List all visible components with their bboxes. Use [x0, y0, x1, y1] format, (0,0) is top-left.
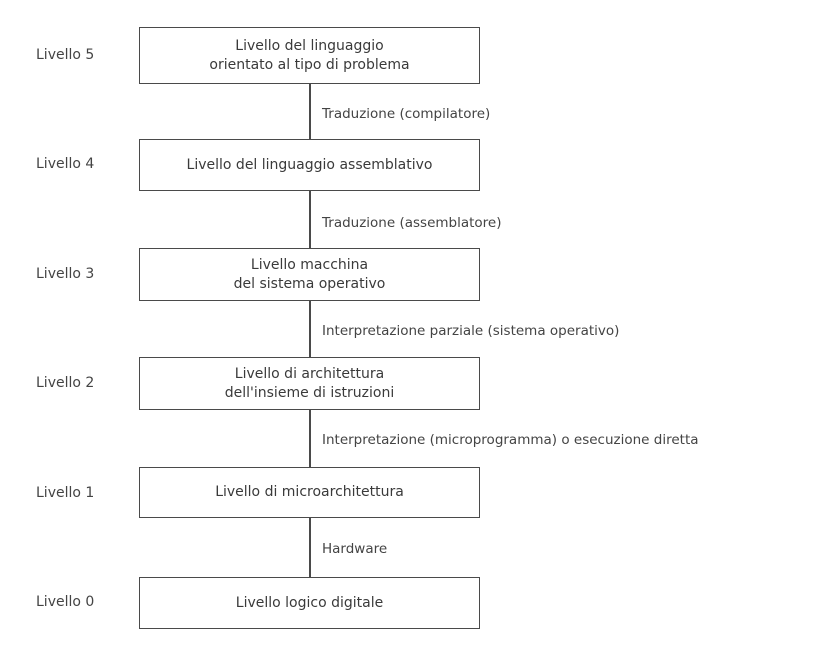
connector-5-4	[309, 84, 311, 139]
level-3-label: Livello 3	[36, 266, 95, 282]
level-5-label: Livello 5	[36, 47, 95, 63]
level-5-text-line-2: orientato al tipo di problema	[209, 56, 410, 73]
transition-3-2-label: Interpretazione parziale (sistema operat…	[322, 323, 620, 339]
transition-1-0-label: Hardware	[322, 541, 388, 557]
level-1-label: Livello 1	[36, 485, 95, 501]
level-3-box: Livello macchina del sistema operativo	[139, 248, 480, 301]
level-5-box: Livello del linguaggio orientato al tipo…	[139, 27, 480, 84]
connector-1-0	[309, 518, 311, 577]
level-3-text-line-2: del sistema operativo	[233, 275, 386, 292]
level-2-box: Livello di architettura dell'insieme di …	[139, 357, 480, 410]
transition-5-4-label: Traduzione (compilatore)	[322, 106, 491, 122]
level-4-text-line-1: Livello del linguaggio assemblativo	[186, 156, 433, 173]
level-1-box: Livello di microarchitettura	[139, 467, 480, 518]
connector-2-1	[309, 410, 311, 467]
level-3-text-line-1: Livello macchina	[250, 256, 369, 273]
level-2-label: Livello 2	[36, 375, 95, 391]
level-0-box: Livello logico digitale	[139, 577, 480, 629]
level-0-text-line-1: Livello logico digitale	[235, 594, 384, 611]
level-2-text-line-1: Livello di architettura	[234, 365, 385, 382]
connector-4-3	[309, 191, 311, 248]
transition-2-1-label: Interpretazione (microprogramma) o esecu…	[322, 432, 699, 448]
level-2-text-line-2: dell'insieme di istruzioni	[224, 384, 395, 401]
transition-4-3-label: Traduzione (assemblatore)	[322, 215, 502, 231]
level-5-text-line-1: Livello del linguaggio	[235, 37, 384, 54]
level-1-text-line-1: Livello di microarchitettura	[215, 484, 404, 500]
level-4-label: Livello 4	[36, 156, 95, 172]
level-4-box: Livello del linguaggio assemblativo	[139, 139, 480, 191]
level-0-label: Livello 0	[36, 594, 95, 610]
connector-3-2	[309, 301, 311, 357]
